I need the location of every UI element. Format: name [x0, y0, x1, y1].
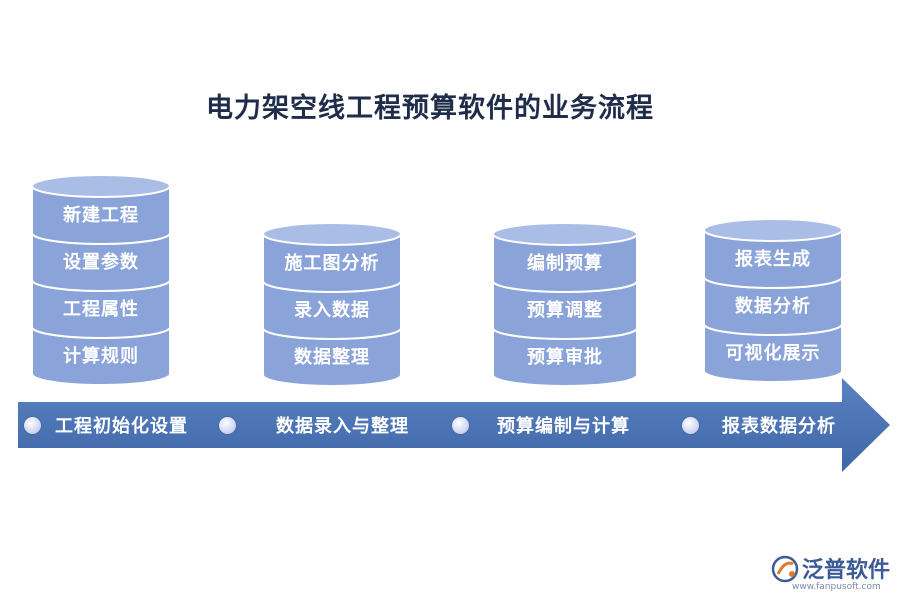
- brand-logo: 泛普软件 www.fanpusoft.com: [768, 552, 896, 596]
- step-dot-icon: [219, 416, 236, 434]
- cylinder-segment: [262, 233, 402, 293]
- cylinder-segment: [31, 326, 171, 386]
- cylinder-label: 报表生成: [735, 249, 811, 270]
- cylinder-label: 新建工程: [63, 205, 139, 226]
- step-2: 数据录入与整理: [219, 402, 409, 448]
- cylinder-segment: [31, 279, 171, 339]
- cylinder-stack-2: [262, 222, 402, 387]
- cylinder-stacks: [31, 174, 843, 387]
- cylinder-segment: [492, 233, 638, 293]
- cylinder-segment: [703, 323, 843, 383]
- step-label: 报表数据分析: [722, 416, 836, 437]
- step-1: 工程初始化设置: [24, 402, 188, 448]
- cylinder-label: 工程属性: [63, 299, 139, 320]
- cylinder-segment: [31, 232, 171, 292]
- cylinder-top: [492, 222, 638, 246]
- cylinder-label: 施工图分析: [284, 253, 380, 274]
- cylinder-label: 数据整理: [294, 347, 370, 368]
- cylinder-top: [31, 174, 171, 198]
- cylinder-stack-4: [703, 218, 843, 383]
- cylinder-label: 设置参数: [63, 252, 139, 273]
- cylinder-stack-1: [31, 174, 171, 386]
- cylinder-segment: [492, 327, 638, 387]
- cylinder-label: 数据分析: [735, 296, 811, 317]
- cylinder-label: 计算规则: [63, 346, 139, 367]
- step-dot-icon: [682, 416, 699, 434]
- step-4: 报表数据分析: [682, 402, 836, 448]
- cylinder-segment: [262, 327, 402, 387]
- diagram-title: 电力架空线工程预算软件的业务流程: [206, 93, 654, 124]
- logo-url: www.fanpusoft.com: [792, 582, 881, 592]
- step-label: 工程初始化设置: [55, 416, 188, 437]
- step-3: 预算编制与计算: [452, 402, 630, 448]
- fanpu-logo-icon: [771, 555, 799, 583]
- cylinder-label: 编制预算: [527, 253, 603, 274]
- step-dot-icon: [452, 416, 469, 434]
- cylinder-label: 预算审批: [527, 347, 603, 368]
- cylinder-top: [262, 222, 402, 246]
- step-dot-icon: [24, 416, 41, 434]
- cylinder-stack-3: [492, 222, 638, 387]
- cylinder-segment: [703, 229, 843, 289]
- cylinder-segment: [703, 276, 843, 336]
- cylinder-segment: [31, 185, 171, 245]
- cylinder-top: [703, 218, 843, 242]
- cylinder-label: 录入数据: [294, 300, 370, 321]
- cylinder-label: 可视化展示: [725, 343, 821, 364]
- cylinder-label: 预算调整: [527, 300, 603, 321]
- step-label: 数据录入与整理: [276, 416, 409, 437]
- step-label: 预算编制与计算: [497, 416, 630, 437]
- cylinder-segment: [492, 280, 638, 340]
- logo-name: 泛普软件: [802, 558, 891, 583]
- cylinder-segment: [262, 280, 402, 340]
